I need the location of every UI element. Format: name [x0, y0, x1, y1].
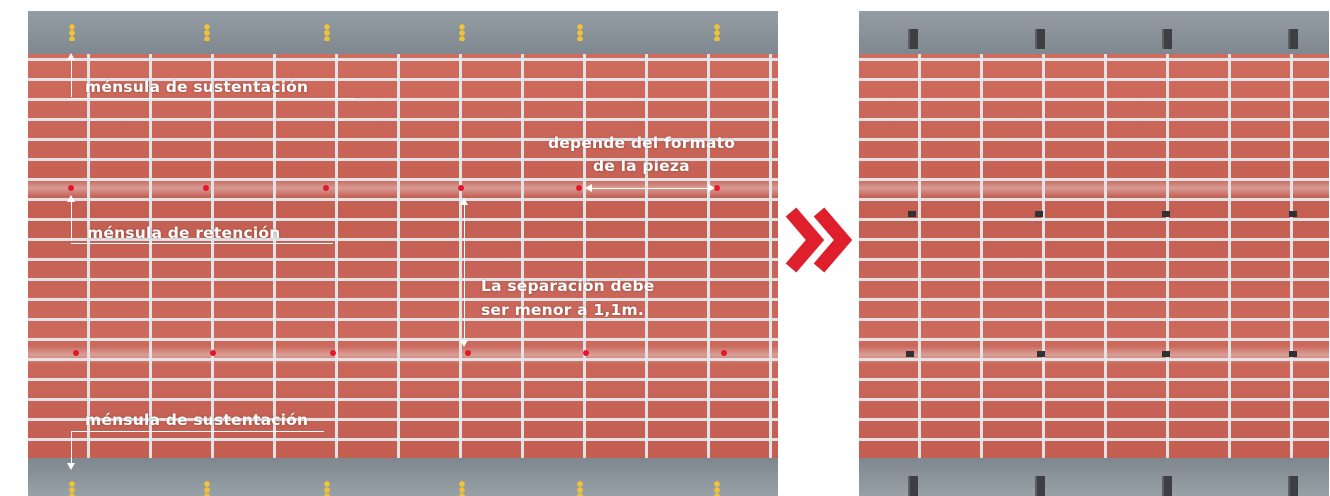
metal-bracket-icon	[1289, 211, 1297, 217]
support-bracket-marker-icon	[324, 24, 330, 41]
support-bracket-marker-icon	[714, 481, 720, 496]
retention-bracket-marker-icon	[203, 185, 209, 191]
metal-bracket-icon	[1288, 476, 1298, 496]
mortar-band-upper	[859, 179, 1329, 197]
retention-bracket-marker-icon	[714, 185, 720, 191]
support-bracket-marker-icon	[204, 481, 210, 496]
support-bracket-marker-icon	[577, 24, 583, 41]
metal-bracket-icon	[908, 29, 918, 49]
label-support-bottom: ménsula de sustentación	[85, 411, 309, 429]
support-bracket-marker-icon	[69, 481, 75, 496]
metal-bracket-icon	[1162, 351, 1170, 357]
retention-bracket-marker-icon	[576, 185, 582, 191]
mortar-band-lower	[859, 346, 1329, 364]
support-bracket-marker-icon	[324, 481, 330, 496]
support-bracket-marker-icon	[459, 481, 465, 496]
support-bracket-marker-icon	[714, 24, 720, 41]
support-bracket-marker-icon	[69, 24, 75, 41]
retention-bracket-marker-icon	[210, 350, 216, 356]
arrow-left-icon	[585, 184, 592, 192]
brick-wall	[859, 54, 1329, 458]
leader-line	[71, 201, 72, 241]
label-spacing-line1: La separación debe	[481, 277, 655, 295]
metal-bracket-icon	[1162, 476, 1172, 496]
label-underline	[71, 98, 354, 99]
metal-bracket-icon	[1162, 211, 1170, 217]
concrete-slab-bottom	[859, 458, 1329, 496]
retention-bracket-marker-icon	[323, 185, 329, 191]
leader-line	[71, 431, 72, 463]
retention-bracket-marker-icon	[458, 185, 464, 191]
label-support-top: ménsula de sustentación	[85, 78, 309, 96]
arrow-up-icon	[67, 195, 75, 202]
support-bracket-marker-icon	[577, 481, 583, 496]
label-format-line2: de la pieza	[593, 157, 690, 175]
metal-bracket-icon	[908, 476, 918, 496]
retention-bracket-marker-icon	[68, 185, 74, 191]
metal-bracket-icon	[1162, 29, 1172, 49]
dimension-line-vertical	[464, 204, 465, 340]
concrete-slab-top	[28, 11, 778, 54]
concrete-slab-top	[859, 11, 1329, 54]
mortar-band-upper	[28, 179, 778, 197]
label-retention: ménsula de retención	[87, 224, 281, 242]
double-chevron-right-icon	[785, 207, 853, 273]
concrete-slab-bottom	[28, 458, 778, 496]
label-spacing-line2: ser menor a 1,1m.	[481, 301, 644, 319]
retention-bracket-marker-icon	[465, 350, 471, 356]
brick-wall	[28, 54, 778, 458]
arrow-down-icon	[460, 340, 468, 347]
chevron-icon	[785, 207, 825, 273]
dimension-line-horizontal	[591, 188, 708, 189]
label-underline	[71, 243, 333, 244]
chevron-icon	[813, 207, 853, 273]
arrow-right-icon	[708, 184, 715, 192]
metal-bracket-icon	[906, 351, 914, 357]
metal-bracket-icon	[1037, 351, 1045, 357]
retention-bracket-marker-icon	[583, 350, 589, 356]
support-bracket-marker-icon	[459, 24, 465, 41]
metal-bracket-icon	[1288, 29, 1298, 49]
support-bracket-marker-icon	[204, 24, 210, 41]
retention-bracket-marker-icon	[73, 350, 79, 356]
metal-bracket-icon	[1289, 351, 1297, 357]
arrow-down-icon	[67, 463, 75, 470]
metal-bracket-icon	[1035, 476, 1045, 496]
diagram-panel-before: ménsula de sustentación ménsula de reten…	[28, 11, 778, 496]
arrow-up-icon	[67, 53, 75, 60]
arrow-up-icon	[460, 198, 468, 205]
metal-bracket-icon	[1035, 211, 1043, 217]
photo-panel-after	[859, 11, 1329, 496]
retention-bracket-marker-icon	[721, 350, 727, 356]
label-format-line1: depende del formato	[548, 134, 736, 152]
metal-bracket-icon	[1035, 29, 1045, 49]
label-underline	[71, 431, 324, 432]
mortar-band-lower	[28, 346, 778, 364]
retention-bracket-marker-icon	[330, 350, 336, 356]
leader-line	[71, 59, 72, 97]
metal-bracket-icon	[908, 211, 916, 217]
